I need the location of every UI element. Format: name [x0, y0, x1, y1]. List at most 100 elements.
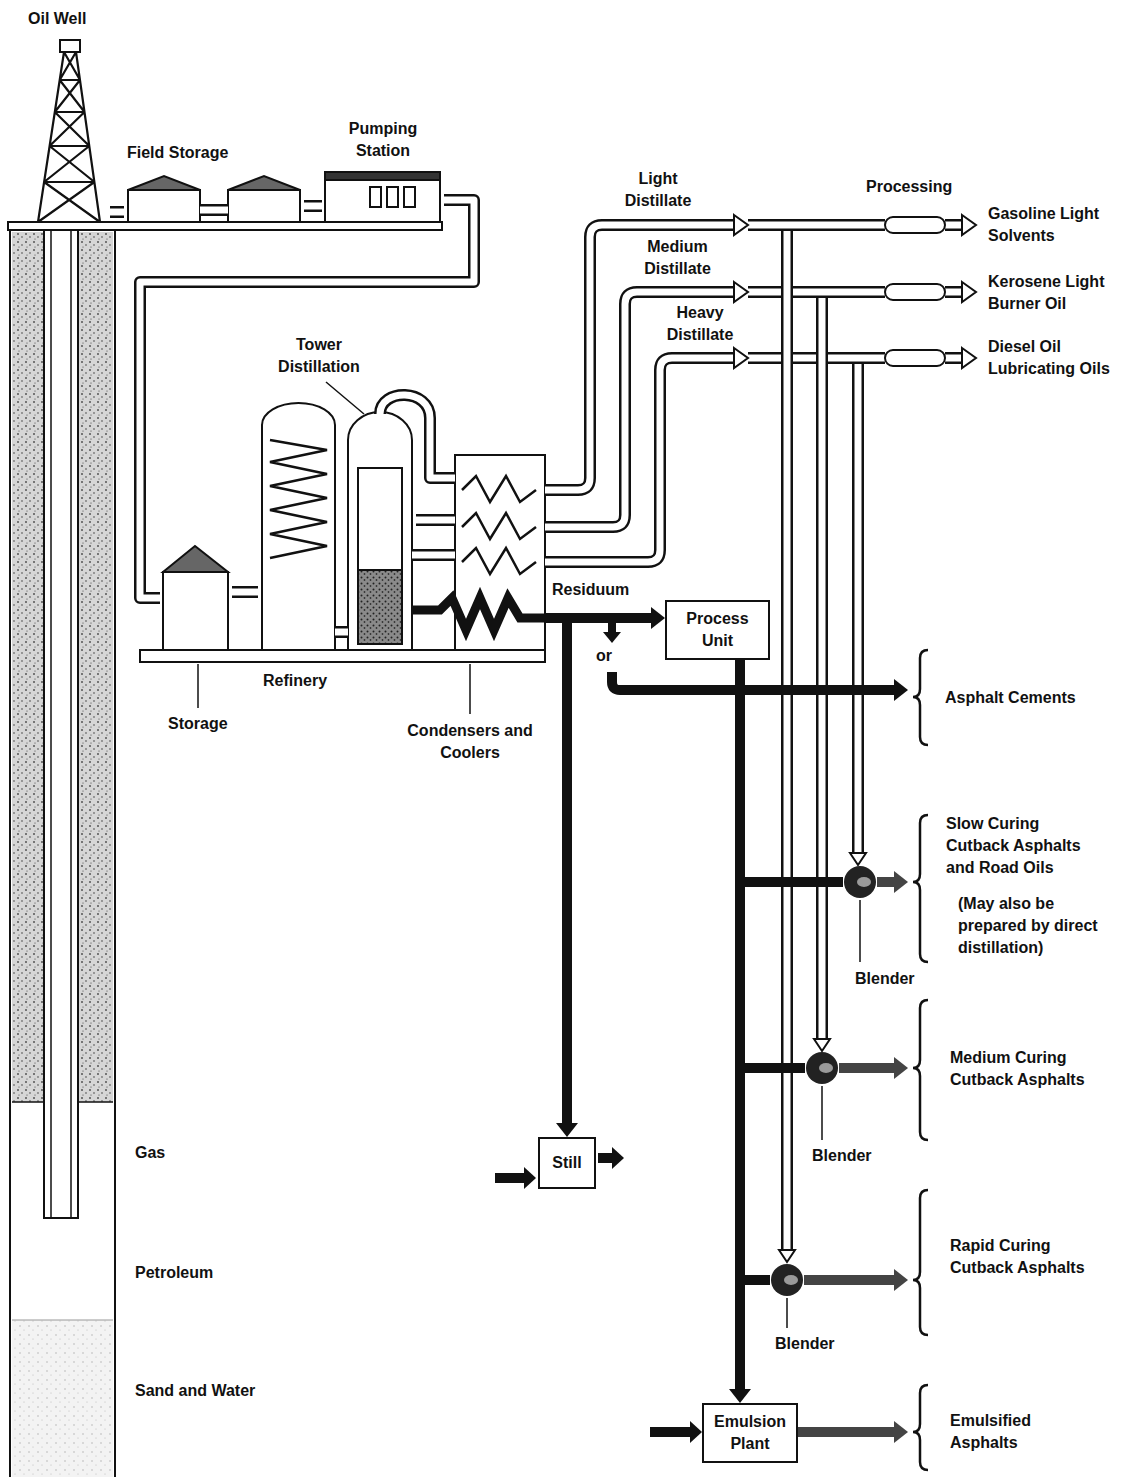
diagram-label: (May also be prepared by direct distilla…: [958, 893, 1113, 959]
distillate-pipes: [885, 350, 945, 366]
blender-symbol: [806, 1052, 838, 1084]
condenser-cooler: Condensers and Coolers: [455, 455, 545, 650]
oil-well-illustration: [8, 222, 442, 230]
diagram-label: Refinery: [263, 670, 327, 692]
diagram-label: Sand and Water: [135, 1380, 255, 1402]
arrowhead: [651, 607, 665, 629]
refinery-plant: [197, 664, 199, 708]
field-tanks: [404, 187, 415, 207]
flow-arrow: [729, 660, 751, 1403]
node-label: Field Storage: [127, 142, 228, 164]
field-tanks: [387, 187, 398, 207]
asphalt-lines: [412, 598, 545, 630]
node-label: Tower Distillation: [274, 334, 364, 378]
field-storage-tanks: Field Storage: [124, 140, 304, 224]
bracket: [913, 815, 928, 962]
distillate-pipes: [779, 853, 866, 1262]
oil-well-illustration: [50, 228, 52, 1218]
asphalt-lines: [608, 623, 616, 633]
distillate-pipes: [545, 358, 736, 562]
node-label: Oil Well: [28, 8, 86, 30]
oil-well: Oil Well: [26, 6, 110, 224]
diagram-label: Slow Curing Cutback Asphalts and Road Oi…: [946, 813, 1101, 879]
asphalt-lines: [894, 1269, 908, 1291]
diagram-label: Heavy Distillate: [655, 302, 745, 346]
refinery-plant: [358, 570, 402, 644]
pumping-station: Pumping Station: [322, 118, 444, 224]
refinery-plant: [163, 546, 228, 572]
node-label: Condensers and Coolers: [395, 720, 545, 764]
diagram-label: Diesel Oil Lubricating Oils: [988, 336, 1138, 380]
distillate-pipes: [748, 225, 964, 358]
bracket: [913, 1385, 928, 1470]
asphalt-lines: [786, 1298, 788, 1328]
diagram-label: Kerosene Light Burner Oil: [988, 271, 1138, 315]
refinery-plant: [462, 513, 536, 539]
node-label: Blender: [855, 968, 915, 990]
arrowhead: [556, 1123, 578, 1137]
refinery-plant: [469, 664, 471, 714]
distillate-pipes: [200, 210, 455, 632]
connector-line: [140, 200, 474, 598]
distillate-pipes: [734, 215, 748, 368]
diagram-label: Gasoline Light Solvents: [988, 203, 1138, 247]
blender-symbol: [844, 866, 876, 898]
field-tanks: [128, 172, 440, 222]
refinery-plant: [462, 476, 536, 502]
distillate-pipes: [200, 210, 455, 632]
box-label: Still: [546, 1152, 588, 1174]
oil-well-illustration: [60, 40, 80, 52]
refinery-plant: [163, 572, 228, 650]
oil-well-illustration: [44, 228, 78, 1218]
node-label: Blender: [775, 1333, 835, 1355]
oil-well-illustration: [38, 52, 100, 222]
distillate-pipes: [787, 231, 858, 1250]
asphalt-lines: [524, 1167, 536, 1189]
bracket: [913, 1190, 928, 1335]
asphalt-lines: [894, 1057, 908, 1079]
blender-symbol: [843, 865, 877, 899]
pipe-connector: [416, 520, 455, 521]
connector-line: [740, 660, 843, 882]
flow-arrow: [740, 660, 843, 882]
storage-tank: Storage: [160, 545, 232, 650]
distillate-pipes: [200, 210, 976, 1262]
blender-symbol: [771, 1264, 803, 1296]
asphalt-lines: [894, 679, 908, 701]
distillate-pipes: [885, 284, 945, 300]
diagram-label: Petroleum: [135, 1262, 213, 1284]
flow-arrow: [545, 618, 578, 1137]
flow-arrow: [740, 660, 805, 1068]
connector-line: [740, 660, 805, 1068]
process-box: Process Unit: [665, 600, 770, 660]
field-tanks: [228, 176, 300, 190]
field-tanks: [128, 176, 200, 190]
blender-symbol: [819, 1063, 833, 1073]
bracket: [913, 650, 928, 745]
diagram-label: Medium Distillate: [630, 236, 725, 280]
distillate-pipes: [200, 210, 964, 632]
diagram-label: or: [596, 645, 612, 667]
field-tanks: [128, 190, 200, 222]
bracket: [913, 650, 928, 1470]
edge-label: Residuum: [550, 579, 631, 601]
connector-line: [304, 203, 322, 210]
connector-line: [140, 200, 474, 598]
asphalt-lines: [612, 1147, 624, 1169]
refinery-plant: [140, 382, 545, 714]
asphalt-lines: [859, 900, 861, 962]
refinery-plant: [348, 412, 412, 650]
blender-symbol: Blender: [770, 1263, 804, 1297]
oil-well-illustration: [12, 1320, 113, 1477]
diagram-label: Asphalt Cements: [945, 687, 1140, 709]
process-box: Emulsion Plant: [702, 1403, 798, 1463]
pipe-connector: [140, 200, 474, 598]
refinery-plant: [262, 403, 335, 650]
connector-line: [232, 589, 258, 596]
pipe-connector: [232, 592, 258, 593]
asphalt-lines: [612, 672, 894, 690]
refinery-plant: [326, 382, 364, 414]
diagram-label: Rapid Curing Cutback Asphalts: [950, 1235, 1110, 1279]
blender-symbol: Blender: [843, 865, 877, 899]
